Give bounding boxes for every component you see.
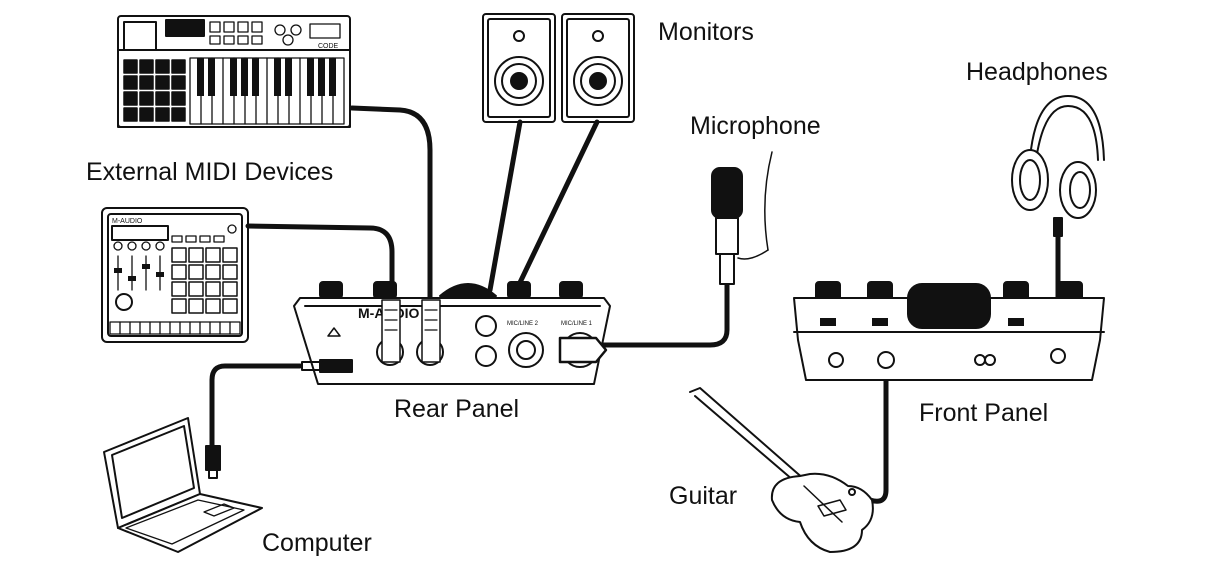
usb-cable	[209, 363, 303, 451]
front-panel-interface	[793, 281, 1105, 381]
monitor-left	[482, 13, 556, 123]
front-panel-label: Front Panel	[919, 399, 1049, 427]
mic-line-1-text: MIC/LINE 1	[561, 321, 593, 327]
microphone-cable	[597, 277, 730, 348]
guitar	[689, 387, 874, 553]
monitors-label: Monitors	[658, 18, 754, 46]
keyboard-midi-cable	[349, 105, 433, 303]
guitar-cable	[867, 372, 889, 504]
pad-controller-brand-text: M-AUDIO	[112, 218, 143, 225]
headphones-label: Headphones	[966, 58, 1108, 86]
keyboard-model-text: CODE	[318, 43, 339, 50]
rear-panel-interface: M-AUDIO MIC/LINE 2 MIC/LINE 1	[293, 281, 611, 385]
computer-label: Computer	[262, 529, 372, 557]
microphone	[711, 151, 773, 285]
microphone-label: Microphone	[690, 112, 821, 140]
mic-line-2-text: MIC/LINE 2	[507, 321, 539, 327]
headphones	[1011, 95, 1105, 237]
monitor-left-cable	[487, 119, 523, 293]
guitar-label: Guitar	[669, 482, 738, 510]
rear-panel-label: Rear Panel	[394, 395, 520, 423]
pad-controller-midi-cable	[245, 223, 395, 303]
laptop-computer	[103, 417, 263, 553]
monitor-right	[561, 13, 635, 123]
external-midi-devices-label: External MIDI Devices	[86, 158, 334, 186]
pad-controller: M-AUDIO	[101, 207, 249, 343]
keyboard-controller: CODE	[117, 15, 351, 128]
